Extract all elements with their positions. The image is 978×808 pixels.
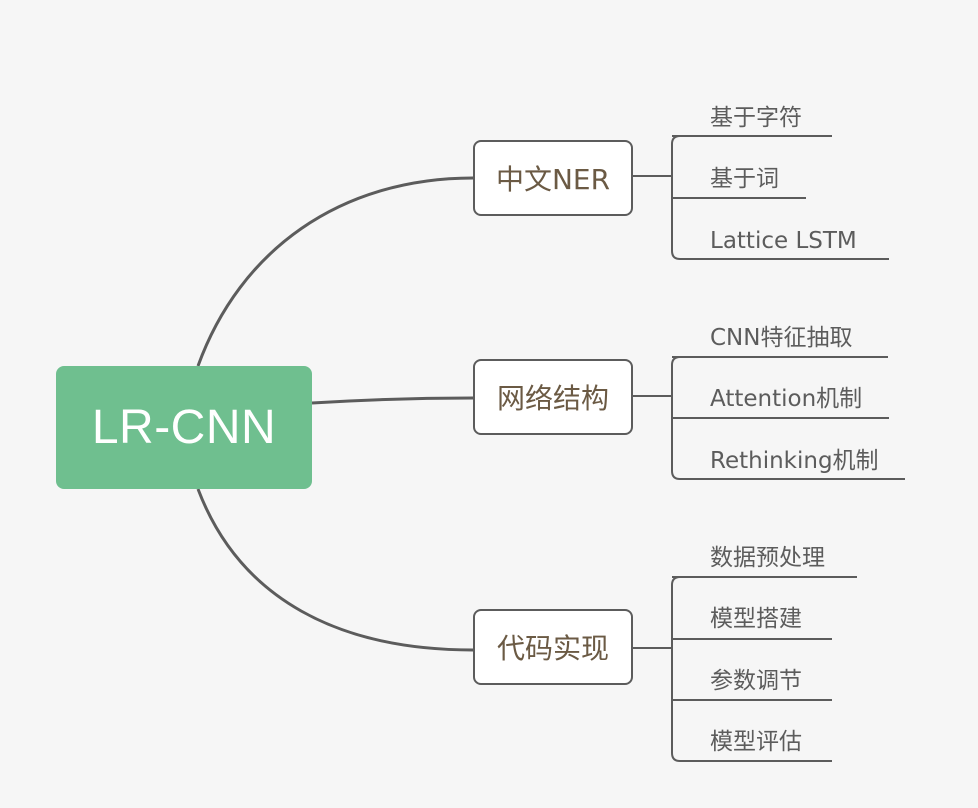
leaf-node[interactable]: Rethinking机制 — [710, 448, 879, 474]
root-node[interactable]: LR-CNN — [56, 366, 312, 489]
connector-root-branch-1 — [311, 396, 474, 405]
branch-node-label: 网络结构 — [496, 382, 609, 415]
leaf-node[interactable]: 基于词 — [710, 166, 779, 192]
leaf-node[interactable]: 模型搭建 — [710, 606, 802, 632]
branch-node-code-implementation[interactable]: 代码实现 — [473, 609, 633, 685]
leaf-node[interactable]: 参数调节 — [710, 668, 802, 694]
root-node-label: LR-CNN — [91, 401, 277, 454]
branch-node-network-structure[interactable]: 网络结构 — [473, 359, 633, 435]
bracket-branch-2 — [633, 576, 681, 762]
branch-node-chinese-ner[interactable]: 中文NER — [473, 140, 633, 216]
leaf-node[interactable]: CNN特征抽取 — [710, 325, 853, 351]
leaf-node[interactable]: Attention机制 — [710, 386, 863, 412]
branch-node-label: 代码实现 — [496, 632, 609, 665]
leaf-node[interactable]: 基于字符 — [710, 105, 802, 131]
leaf-node[interactable]: 模型评估 — [710, 729, 802, 755]
leaf-node[interactable]: 数据预处理 — [710, 545, 825, 571]
connector-root-branch-2 — [196, 488, 474, 652]
connector-root-branch-0 — [196, 176, 474, 367]
branch-node-label: 中文NER — [495, 163, 611, 196]
leaf-node[interactable]: Lattice LSTM — [710, 228, 857, 254]
